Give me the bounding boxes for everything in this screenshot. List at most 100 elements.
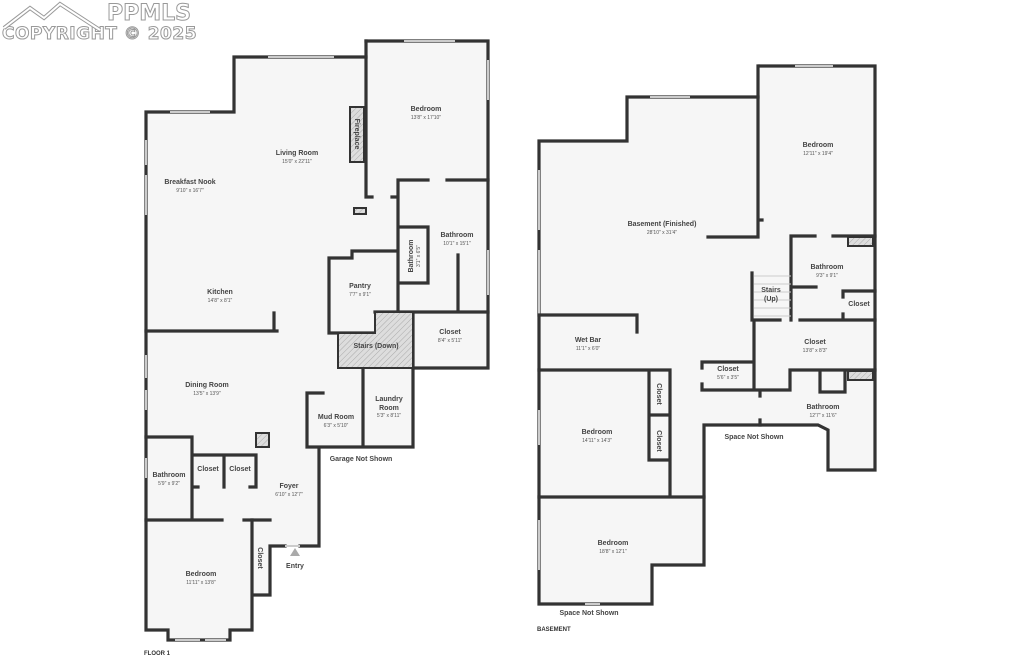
room-basement-finished: Basement (Finished) 28'10" x 31'4" (628, 221, 697, 236)
room-mud-room: Mud Room 6'3" x 5'10" (318, 414, 354, 429)
svg-text:Living Room: Living Room (276, 150, 318, 157)
room-closet-b: Closet (229, 466, 251, 473)
room-bathroom-a: Bathroom 9'3" x 9'1" (810, 264, 843, 279)
svg-text:Closet: Closet (804, 339, 826, 346)
svg-text:9'10" x 16'7": 9'10" x 16'7" (176, 188, 204, 194)
svg-text:6'3" x 5'10": 6'3" x 5'10" (324, 423, 349, 429)
svg-text:Bedroom: Bedroom (598, 540, 629, 547)
floor1-plan (144, 39, 490, 642)
basement-title: BASEMENT (537, 627, 571, 633)
watermark-copyright: COPYRIGHT © 2025 (1, 24, 198, 45)
svg-text:11'1" x 6'0": 11'1" x 6'0" (576, 346, 600, 352)
svg-text:Bathroom: Bathroom (440, 232, 473, 239)
svg-text:14'11" x 14'3": 14'11" x 14'3" (582, 438, 612, 444)
svg-text:18'8" x 12'1": 18'8" x 12'1" (599, 549, 627, 555)
svg-text:6'10" x 12'7": 6'10" x 12'7" (275, 492, 303, 498)
svg-text:Breakfast Nook: Breakfast Nook (164, 179, 215, 186)
basement-plan (537, 64, 877, 606)
svg-text:12'11" x 19'4": 12'11" x 19'4" (803, 151, 833, 157)
svg-text:13'8" x 8'3": 13'8" x 8'3" (803, 348, 828, 354)
svg-text:Closet: Closet (439, 329, 461, 336)
room-wet-bar: Wet Bar 11'1" x 6'0" (575, 337, 602, 352)
logo-mountain-icon (2, 1, 102, 32)
svg-text:Stairs: Stairs (761, 287, 781, 294)
svg-text:(Up): (Up) (764, 296, 778, 303)
room-closet-bath: Closet (848, 301, 870, 308)
room-bedroom-c: Bedroom 18'8" x 12'1" (598, 540, 629, 555)
svg-text:Bedroom: Bedroom (803, 142, 834, 149)
room-closet-main: Closet 8'4" x 5'11" (438, 329, 462, 344)
svg-text:Bathroom: Bathroom (408, 239, 415, 272)
room-living-room: Living Room 15'0" x 22'11" (276, 150, 318, 165)
room-bedroom-b: Bedroom 14'11" x 14'3" (582, 429, 613, 444)
stairs-down-hatch (337, 311, 414, 369)
room-closet-bedroom: Closet (256, 547, 263, 569)
room-bathroom-main: Bathroom 10'1" x 15'1" (440, 232, 473, 247)
svg-text:Laundry: Laundry (375, 396, 403, 403)
svg-text:Basement (Finished): Basement (Finished) (628, 221, 697, 228)
svg-text:Bathroom: Bathroom (806, 404, 839, 411)
room-bedroom-a: Bedroom 12'11" x 19'4" (803, 142, 834, 157)
note-space-not-shown-2: Space Not Shown (559, 610, 618, 617)
room-bedroom-main: Bedroom 13'8" x 17'10" (411, 106, 442, 121)
room-pantry: Pantry 7'7" x 9'1" (349, 283, 371, 298)
svg-text:Pantry: Pantry (349, 283, 371, 290)
room-kitchen: Kitchen 14'8" x 8'1" (207, 289, 233, 304)
svg-text:Bedroom: Bedroom (582, 429, 613, 436)
svg-text:Kitchen: Kitchen (207, 289, 233, 296)
room-closet-large: Closet 13'8" x 8'3" (803, 339, 828, 354)
room-foyer: Foyer 6'10" x 12'7" (275, 483, 303, 498)
svg-text:Bedroom: Bedroom (186, 571, 217, 578)
room-bedroom-2: Bedroom 11'11" x 13'8" (186, 571, 217, 586)
svg-text:Bedroom: Bedroom (411, 106, 442, 113)
svg-text:15'0" x 22'11": 15'0" x 22'11" (282, 159, 312, 165)
ppmls-watermark: PPMLS COPYRIGHT © 2025 (1, 1, 198, 45)
svg-text:5'6" x 3'5": 5'6" x 3'5" (717, 375, 739, 381)
svg-text:5'9" x 9'2": 5'9" x 9'2" (158, 481, 180, 487)
svg-text:Wet Bar: Wet Bar (575, 337, 602, 344)
floor1-title: FLOOR 1 (144, 651, 171, 657)
entry-arrow-icon (290, 548, 300, 556)
stairs-up-steps (754, 275, 791, 317)
svg-text:3'1" x 6'5": 3'1" x 6'5" (416, 245, 422, 267)
room-closet-a: Closet (197, 466, 219, 473)
svg-text:10'1" x 15'1": 10'1" x 15'1" (443, 241, 471, 247)
room-dining-room: Dining Room 13'5" x 13'9" (185, 382, 229, 397)
svg-text:Room: Room (379, 405, 399, 412)
room-closet-v1: Closet (655, 383, 662, 405)
svg-text:Closet: Closet (717, 366, 739, 373)
room-bathroom-b: Bathroom 12'7" x 11'6" (806, 404, 839, 419)
svg-text:14'8" x 8'1": 14'8" x 8'1" (208, 298, 233, 304)
note-space-not-shown-1: Space Not Shown (724, 434, 783, 441)
svg-text:7'7" x 9'1": 7'7" x 9'1" (349, 292, 371, 298)
room-closet-v2: Closet (655, 430, 662, 452)
svg-text:Dining Room: Dining Room (185, 382, 229, 389)
room-stairs-up: Stairs (Up) (761, 287, 781, 303)
room-stairs-down: Stairs (Down) (353, 343, 398, 350)
svg-text:5'3" x 8'11": 5'3" x 8'11" (377, 413, 401, 419)
room-breakfast-nook: Breakfast Nook 9'10" x 16'7" (164, 179, 215, 194)
svg-text:Foyer: Foyer (279, 483, 298, 490)
note-garage: Garage Not Shown (330, 456, 393, 463)
room-fireplace: Fireplace (353, 119, 360, 150)
svg-text:11'11" x 13'8": 11'11" x 13'8" (186, 580, 216, 586)
fireplace-hatch (349, 106, 365, 163)
watermark-brand: PPMLS (106, 1, 192, 26)
svg-text:Mud Room: Mud Room (318, 414, 354, 421)
svg-text:Bathroom: Bathroom (810, 264, 843, 271)
note-entry: Entry (286, 563, 304, 570)
room-bathroom-2: Bathroom 5'9" x 9'2" (152, 472, 185, 487)
svg-text:13'8" x 17'10": 13'8" x 17'10" (411, 115, 441, 121)
svg-text:9'3" x 9'1": 9'3" x 9'1" (816, 273, 838, 279)
svg-text:Bathroom: Bathroom (152, 472, 185, 479)
basement-labels: Basement (Finished) 28'10" x 31'4" Bedroo… (537, 142, 870, 633)
room-closet-small: Closet 5'6" x 3'5" (717, 366, 739, 381)
svg-text:28'10" x 31'4": 28'10" x 31'4" (647, 230, 677, 236)
svg-text:12'7" x 11'6": 12'7" x 11'6" (809, 413, 836, 419)
svg-text:13'5" x 13'9": 13'5" x 13'9" (193, 391, 221, 397)
svg-text:8'4" x 5'11": 8'4" x 5'11" (438, 338, 462, 344)
floor1-labels: Breakfast Nook 9'10" x 16'7" Living Room 1… (144, 106, 474, 657)
